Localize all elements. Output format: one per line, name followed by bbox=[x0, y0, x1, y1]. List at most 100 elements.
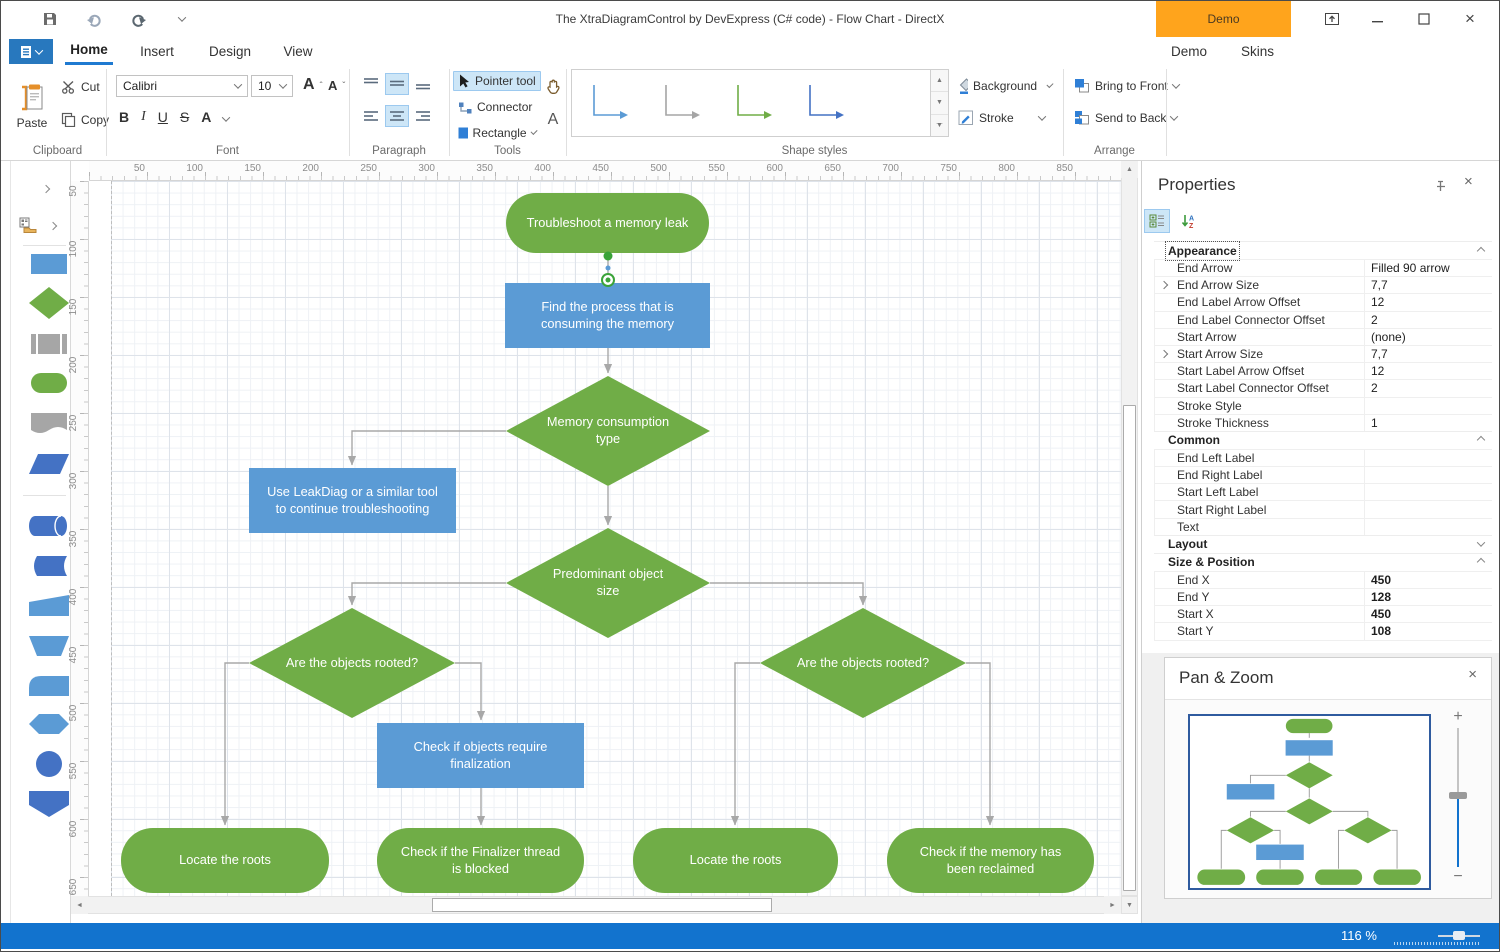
diagram-node-terminator[interactable]: Check if the Finalizer thread is blocked bbox=[377, 828, 584, 893]
text-tool-button[interactable]: A bbox=[541, 109, 565, 131]
property-value[interactable]: 450 bbox=[1371, 572, 1392, 587]
property-value[interactable] bbox=[1365, 398, 1492, 414]
save-button[interactable] bbox=[39, 8, 61, 30]
minimize-button[interactable] bbox=[1355, 4, 1401, 34]
connector-tool-button[interactable]: Connector bbox=[453, 97, 541, 117]
connector[interactable] bbox=[220, 662, 249, 826]
zoom-in-button[interactable]: + bbox=[1453, 708, 1463, 725]
font-color-button[interactable]: A bbox=[201, 109, 212, 125]
gallery-scroll-up-button[interactable]: ▲ bbox=[931, 70, 948, 93]
tab-demo[interactable]: Demo bbox=[1171, 43, 1208, 59]
property-row-end-right-label[interactable]: End Right Label bbox=[1154, 466, 1492, 484]
palette-shape-predefined-process[interactable] bbox=[27, 327, 73, 361]
property-value[interactable]: 1 bbox=[1371, 415, 1378, 430]
property-section-common[interactable]: Common bbox=[1154, 430, 1492, 449]
palette-shape-off-page-reference[interactable] bbox=[27, 786, 73, 820]
panel-collapse-chevron-icon[interactable] bbox=[41, 184, 51, 194]
tab-home[interactable]: Home bbox=[65, 37, 113, 65]
bold-button[interactable]: B bbox=[119, 109, 130, 125]
align-top-button[interactable] bbox=[359, 73, 383, 95]
demo-badge-button[interactable]: Demo bbox=[1156, 1, 1291, 37]
connector[interactable] bbox=[710, 582, 868, 606]
connector-selection-mid-point[interactable] bbox=[605, 265, 611, 271]
property-value[interactable]: 12 bbox=[1371, 295, 1385, 310]
connector[interactable] bbox=[347, 430, 506, 466]
zoom-slider-handle[interactable] bbox=[1449, 792, 1467, 799]
zoom-slider-fill[interactable] bbox=[1457, 799, 1459, 867]
chevron-down-icon[interactable] bbox=[1476, 538, 1486, 548]
vertical-scrollbar[interactable]: ▲ bbox=[1121, 161, 1138, 896]
rectangle-tool-button[interactable]: Rectangle bbox=[453, 123, 541, 143]
undo-button[interactable] bbox=[83, 8, 105, 30]
property-value[interactable] bbox=[1365, 484, 1492, 500]
pan-zoom-close-button[interactable]: × bbox=[1468, 666, 1477, 683]
palette-shape-manual-input[interactable] bbox=[27, 589, 73, 623]
property-value[interactable] bbox=[1365, 519, 1492, 535]
align-left-button[interactable] bbox=[359, 105, 383, 127]
chevron-down-icon[interactable] bbox=[222, 112, 231, 122]
property-row-stroke-style[interactable]: Stroke Style bbox=[1154, 396, 1492, 414]
align-middle-button[interactable] bbox=[385, 73, 409, 95]
paste-button[interactable]: Paste bbox=[11, 69, 53, 143]
palette-shape-terminator[interactable] bbox=[27, 366, 73, 400]
chevron-up-icon[interactable] bbox=[1476, 436, 1486, 445]
property-section-size-position[interactable]: Size & Position bbox=[1154, 552, 1492, 571]
property-row-end-left-label[interactable]: End Left Label bbox=[1154, 448, 1492, 467]
horizontal-scroll-thumb[interactable] bbox=[432, 898, 772, 912]
scroll-right-arrow[interactable]: ► bbox=[1104, 896, 1121, 914]
property-value[interactable]: 12 bbox=[1371, 364, 1385, 379]
shapes-stack-icon[interactable] bbox=[19, 217, 37, 233]
property-row-text[interactable]: Text bbox=[1154, 517, 1492, 535]
property-row-start-arrow[interactable]: Start Arrow(none) bbox=[1154, 327, 1492, 345]
palette-shape-connector[interactable] bbox=[27, 747, 73, 781]
minimap-viewport[interactable] bbox=[1188, 714, 1431, 890]
pin-button[interactable] bbox=[1434, 179, 1446, 197]
tab-view[interactable]: View bbox=[283, 43, 313, 59]
connector[interactable] bbox=[347, 582, 506, 606]
connector-selection-end-point[interactable] bbox=[601, 273, 615, 287]
property-section-appearance[interactable]: Appearance bbox=[1154, 240, 1492, 261]
property-value[interactable]: (none) bbox=[1371, 329, 1406, 344]
cut-button[interactable]: Cut bbox=[56, 77, 105, 97]
maximize-button[interactable] bbox=[1401, 4, 1447, 34]
palette-shape-stored-data[interactable] bbox=[27, 549, 73, 583]
palette-shape-data[interactable] bbox=[27, 447, 73, 481]
chevron-up-icon[interactable] bbox=[1476, 246, 1486, 255]
send-to-back-button[interactable]: Send to Back bbox=[1069, 107, 1191, 128]
underline-button[interactable]: U bbox=[157, 109, 168, 125]
connector[interactable] bbox=[966, 662, 995, 826]
scroll-down-arrow[interactable]: ▼ bbox=[1121, 896, 1138, 914]
status-zoom-handle[interactable] bbox=[1453, 931, 1465, 940]
pointer-tool-button[interactable]: Pointer tool bbox=[453, 71, 541, 91]
connector-style-1[interactable] bbox=[572, 73, 644, 133]
palette-shape-document[interactable] bbox=[27, 407, 73, 441]
connector[interactable] bbox=[455, 662, 486, 721]
panel-expand-chevron-icon[interactable] bbox=[48, 221, 58, 231]
qat-customize-button[interactable] bbox=[171, 8, 193, 30]
connector-selection-start-point[interactable] bbox=[603, 251, 613, 261]
diagram-node-process[interactable]: Use LeakDiag or a similar tool to contin… bbox=[249, 468, 456, 533]
align-center-button[interactable] bbox=[385, 105, 409, 127]
property-value[interactable] bbox=[1365, 501, 1492, 517]
property-value[interactable] bbox=[1365, 450, 1492, 466]
property-section-layout[interactable]: Layout bbox=[1154, 534, 1492, 553]
categorized-view-button[interactable] bbox=[1144, 209, 1170, 233]
palette-shape-preparation[interactable] bbox=[27, 707, 73, 741]
tab-skins[interactable]: Skins bbox=[1241, 43, 1275, 59]
property-value[interactable]: 2 bbox=[1371, 312, 1378, 327]
scroll-up-arrow[interactable]: ▲ bbox=[1121, 161, 1138, 178]
horizontal-scrollbar[interactable]: ◄ ► bbox=[71, 896, 1121, 914]
expand-window-button[interactable] bbox=[1309, 4, 1355, 34]
palette-shape-direct-data[interactable] bbox=[27, 509, 73, 543]
